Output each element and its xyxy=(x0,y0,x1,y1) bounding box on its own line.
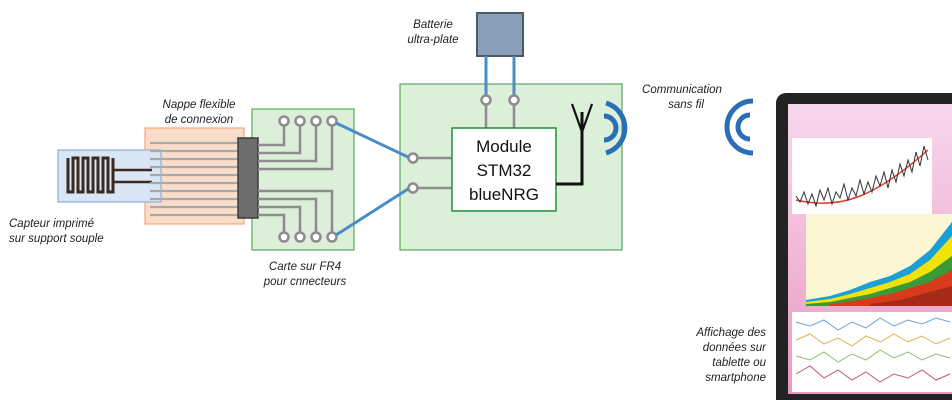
display-label-line1: Affichage des xyxy=(695,327,766,339)
flex-traces xyxy=(150,141,240,217)
fr4-traces xyxy=(258,126,334,232)
module-label-line2: STM32 xyxy=(477,161,532,180)
battery-wires xyxy=(484,56,516,96)
wifi-signal-icon xyxy=(603,100,628,156)
flex-cable-label-line2: de connexion xyxy=(165,114,233,126)
module-label-line1: Module xyxy=(476,137,532,156)
battery-label-line1: Batterie xyxy=(413,19,453,31)
blue-cables xyxy=(335,121,409,237)
battery-label-line2: ultra-plate xyxy=(407,34,458,46)
antenna-icon xyxy=(556,103,594,186)
printed-sensor xyxy=(57,149,162,203)
tablet xyxy=(776,93,952,400)
sensor-label-line2: sur support souple xyxy=(9,233,104,245)
sensor-label-line1: Capteur imprimé xyxy=(9,218,94,230)
wifi-signal-icon-tablet xyxy=(724,98,754,156)
ribbon-connector xyxy=(237,137,259,219)
module-label-line3: blueNRG xyxy=(469,185,539,204)
wireless-label-line2: sans fil xyxy=(668,99,704,111)
stm32-module: Module STM32 blueNRG xyxy=(451,127,557,212)
battery: Batterie ultra-plate xyxy=(407,12,524,57)
module-input-pins xyxy=(407,152,452,194)
display-label-line2: données sur xyxy=(703,342,767,354)
display-label-line3: tablette ou xyxy=(712,357,766,369)
fr4-pads xyxy=(278,115,338,243)
fr4-label-line1: Carte sur FR4 xyxy=(269,261,341,273)
flex-cable-label-line1: Nappe flexible xyxy=(163,99,236,111)
fr4-board xyxy=(251,108,355,251)
display-label-line4: smartphone xyxy=(705,372,766,384)
battery-pins xyxy=(480,94,520,128)
fr4-label-line2: pour cnnecteurs xyxy=(263,276,347,288)
wireless-label-line1: Communication xyxy=(642,84,722,96)
